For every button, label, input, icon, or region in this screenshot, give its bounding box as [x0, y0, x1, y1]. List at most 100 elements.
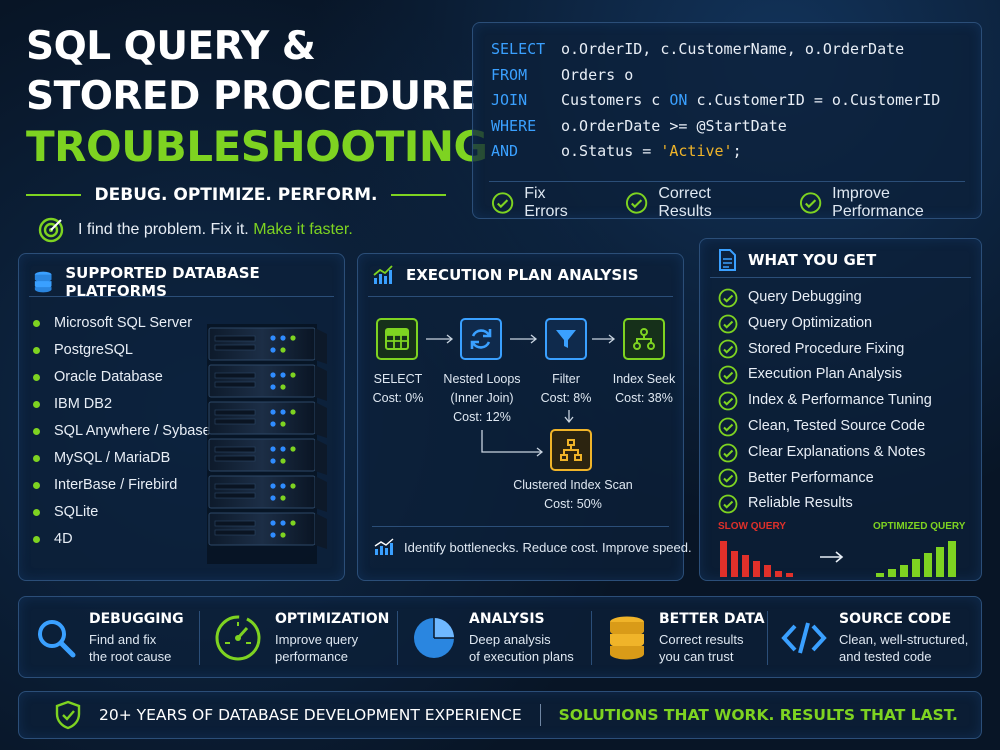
bullet-icon: [33, 536, 40, 543]
platform-label: Microsoft SQL Server: [54, 315, 193, 331]
feature-title: ANALYSIS: [469, 611, 545, 627]
check-circle-icon: [718, 365, 738, 385]
feature-title: OPTIMIZATION: [275, 611, 390, 627]
main-title: SQL QUERY & STORED PROCEDURE TROUBLESHOO…: [26, 22, 488, 172]
bullet-icon: [33, 455, 40, 462]
platform-label: PostgreSQL: [54, 342, 133, 358]
code-text: c.CustomerID = o.CustomerID: [687, 91, 941, 109]
platform-item: SQL Anywhere / Sybase: [33, 418, 211, 445]
node-cost: Cost: 12%: [453, 410, 511, 424]
platform-list: Microsoft SQL Server PostgreSQL Oracle D…: [33, 310, 211, 553]
bullet-icon: [33, 482, 40, 489]
feature-desc: you can trust: [659, 649, 734, 664]
target-icon: [38, 217, 64, 243]
platform-label: InterBase / Firebird: [54, 477, 178, 493]
feature-desc: and tested code: [839, 649, 932, 664]
sql-keyword: SELECT: [491, 40, 546, 58]
platform-label: Oracle Database: [54, 369, 163, 385]
code-line: FROM Orders o: [491, 63, 940, 89]
platform-item: MySQL / MariaDB: [33, 445, 211, 472]
bar-chart-icon: [373, 265, 393, 284]
filter-node-label: Filter Cost: 8%: [528, 370, 604, 408]
sql-keyword: FROM: [491, 65, 528, 84]
index-seek-node-label: Index Seek Cost: 38%: [604, 370, 684, 408]
experience-text: 20+ YEARS OF DATABASE DEVELOPMENT EXPERI…: [99, 706, 522, 724]
bullet-icon: [33, 509, 40, 516]
magnifier-icon: [38, 620, 76, 658]
feature-desc: of execution plans: [469, 649, 574, 664]
clustered-scan-node-label: Clustered Index Scan Cost: 50%: [498, 476, 648, 514]
sql-keyword: AND: [491, 142, 519, 160]
feature-separator: [199, 611, 200, 665]
document-icon: [719, 249, 736, 271]
database-icon: [610, 616, 644, 660]
execution-plan-panel: EXECUTION PLAN ANALYSIS SELECT Cost: 0% …: [357, 253, 692, 581]
platforms-header: SUPPORTED DATABASE PLATFORMS: [33, 264, 344, 300]
benefit-item: Query Optimization: [718, 311, 932, 337]
node-cost: Cost: 0%: [372, 391, 424, 405]
plan-arrows: [426, 334, 616, 457]
benefit-label: Stored Procedure Fixing: [748, 340, 905, 357]
check-circle-icon: [491, 192, 514, 214]
check-circle-icon: [718, 469, 738, 488]
platform-item: Oracle Database: [33, 364, 211, 391]
bullet-icon: [33, 428, 40, 435]
code-divider: [489, 181, 965, 182]
benefit-label: Index & Performance Tuning: [748, 392, 932, 409]
code-text: Customers c: [561, 91, 670, 109]
node-name: Nested Loops: [443, 372, 521, 386]
feature-better-data: BETTER DATA Correct results you can trust: [607, 597, 765, 679]
platforms-title: SUPPORTED DATABASE PLATFORMS: [65, 264, 260, 300]
code-brackets-icon: [781, 622, 827, 654]
title-line-3: TROUBLESHOOTING: [26, 122, 488, 171]
feature-desc: Clean, well-structured,: [839, 632, 969, 647]
check-label: Fix Errors: [524, 185, 568, 220]
feature-title: DEBUGGING: [89, 611, 184, 627]
platform-item: InterBase / Firebird: [33, 472, 211, 499]
bullet-icon: [33, 401, 40, 408]
wyg-header: WHAT YOU GET: [718, 249, 876, 271]
benefit-item: Index & Performance Tuning: [718, 388, 932, 414]
server-rack-icon: [207, 324, 328, 564]
node-name: SELECT: [373, 372, 423, 386]
feature-desc: performance: [275, 649, 348, 664]
title-line-1: SQL QUERY &: [26, 24, 316, 69]
feature-desc: Deep analysis: [469, 632, 551, 647]
feature-title: BETTER DATA: [659, 611, 765, 627]
feature-separator: [591, 611, 592, 665]
tagline: DEBUG. OPTIMIZE. PERFORM.: [26, 183, 446, 207]
what-you-get-panel: WHAT YOU GET Query Debugging Query Optim…: [699, 238, 982, 581]
pitch-text: I find the problem. Fix it.: [78, 221, 249, 238]
check-circle-icon: [799, 192, 822, 214]
check-circle-icon: [718, 314, 738, 334]
check-circle-icon: [718, 340, 738, 359]
node-subtitle: (Inner Join): [450, 391, 514, 405]
feature-separator: [397, 611, 398, 665]
check-circle-icon: [718, 494, 738, 514]
code-text: o.OrderDate >= @StartDate: [561, 116, 787, 135]
feature-desc: Correct results: [659, 632, 744, 647]
check-item: Improve Performance: [799, 185, 981, 221]
node-name: Clustered Index Scan: [513, 478, 633, 492]
node-name: Index Seek: [612, 372, 676, 386]
tagline-text: DEBUG. OPTIMIZE. PERFORM.: [94, 185, 378, 205]
check-circle-icon: [718, 443, 738, 463]
code-text: ;: [732, 142, 742, 160]
pie-chart-icon: [414, 618, 454, 658]
check-item: Fix Errors: [491, 185, 591, 221]
select-node-icon: [376, 318, 418, 360]
platform-label: 4D: [54, 531, 73, 547]
feature-analysis: ANALYSIS Deep analysis of execution plans: [411, 597, 574, 679]
check-label: Improve Performance: [832, 185, 924, 220]
index-seek-node-icon: [623, 318, 665, 360]
platform-item: IBM DB2: [33, 391, 211, 418]
wyg-title: WHAT YOU GET: [748, 251, 877, 269]
code-text: Orders o: [561, 65, 634, 84]
pitch-highlight: Make it faster.: [253, 221, 353, 238]
shield-check-icon: [55, 700, 81, 730]
